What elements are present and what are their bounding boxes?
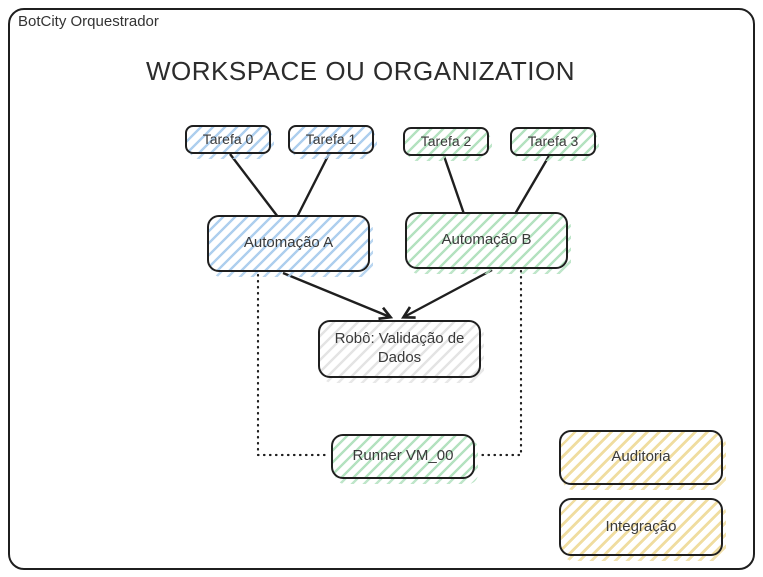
- node-label: Tarefa 0: [185, 125, 271, 154]
- node-tarefa-1: Tarefa 1: [288, 125, 377, 159]
- workspace-frame: [8, 8, 755, 570]
- node-runner-vm-00: Runner VM_00: [331, 434, 478, 484]
- node-tarefa-2: Tarefa 2: [403, 127, 492, 161]
- node-label: Automação A: [207, 215, 370, 272]
- diagram-title: WORKSPACE OU ORGANIZATION: [146, 56, 576, 86]
- node-tarefa-0: Tarefa 0: [185, 125, 274, 159]
- node-label: Robô: Validação de Dados: [318, 320, 481, 378]
- node-integracao: Integração: [559, 498, 726, 561]
- node-robo-validacao-de-dados: Robô: Validação de Dados: [318, 320, 484, 383]
- node-label: Tarefa 2: [403, 127, 489, 156]
- node-label: Integração: [559, 498, 723, 556]
- node-auditoria: Auditoria: [559, 430, 726, 490]
- node-tarefa-3: Tarefa 3: [510, 127, 599, 161]
- node-label: Runner VM_00: [331, 434, 475, 479]
- node-automacao-b: Automação B: [405, 212, 571, 274]
- node-label: Tarefa 1: [288, 125, 374, 154]
- node-label: Tarefa 3: [510, 127, 596, 156]
- node-label: Auditoria: [559, 430, 723, 485]
- app-title: BotCity Orquestrador: [18, 13, 159, 30]
- node-automacao-a: Automação A: [207, 215, 373, 277]
- node-label: Automação B: [405, 212, 568, 269]
